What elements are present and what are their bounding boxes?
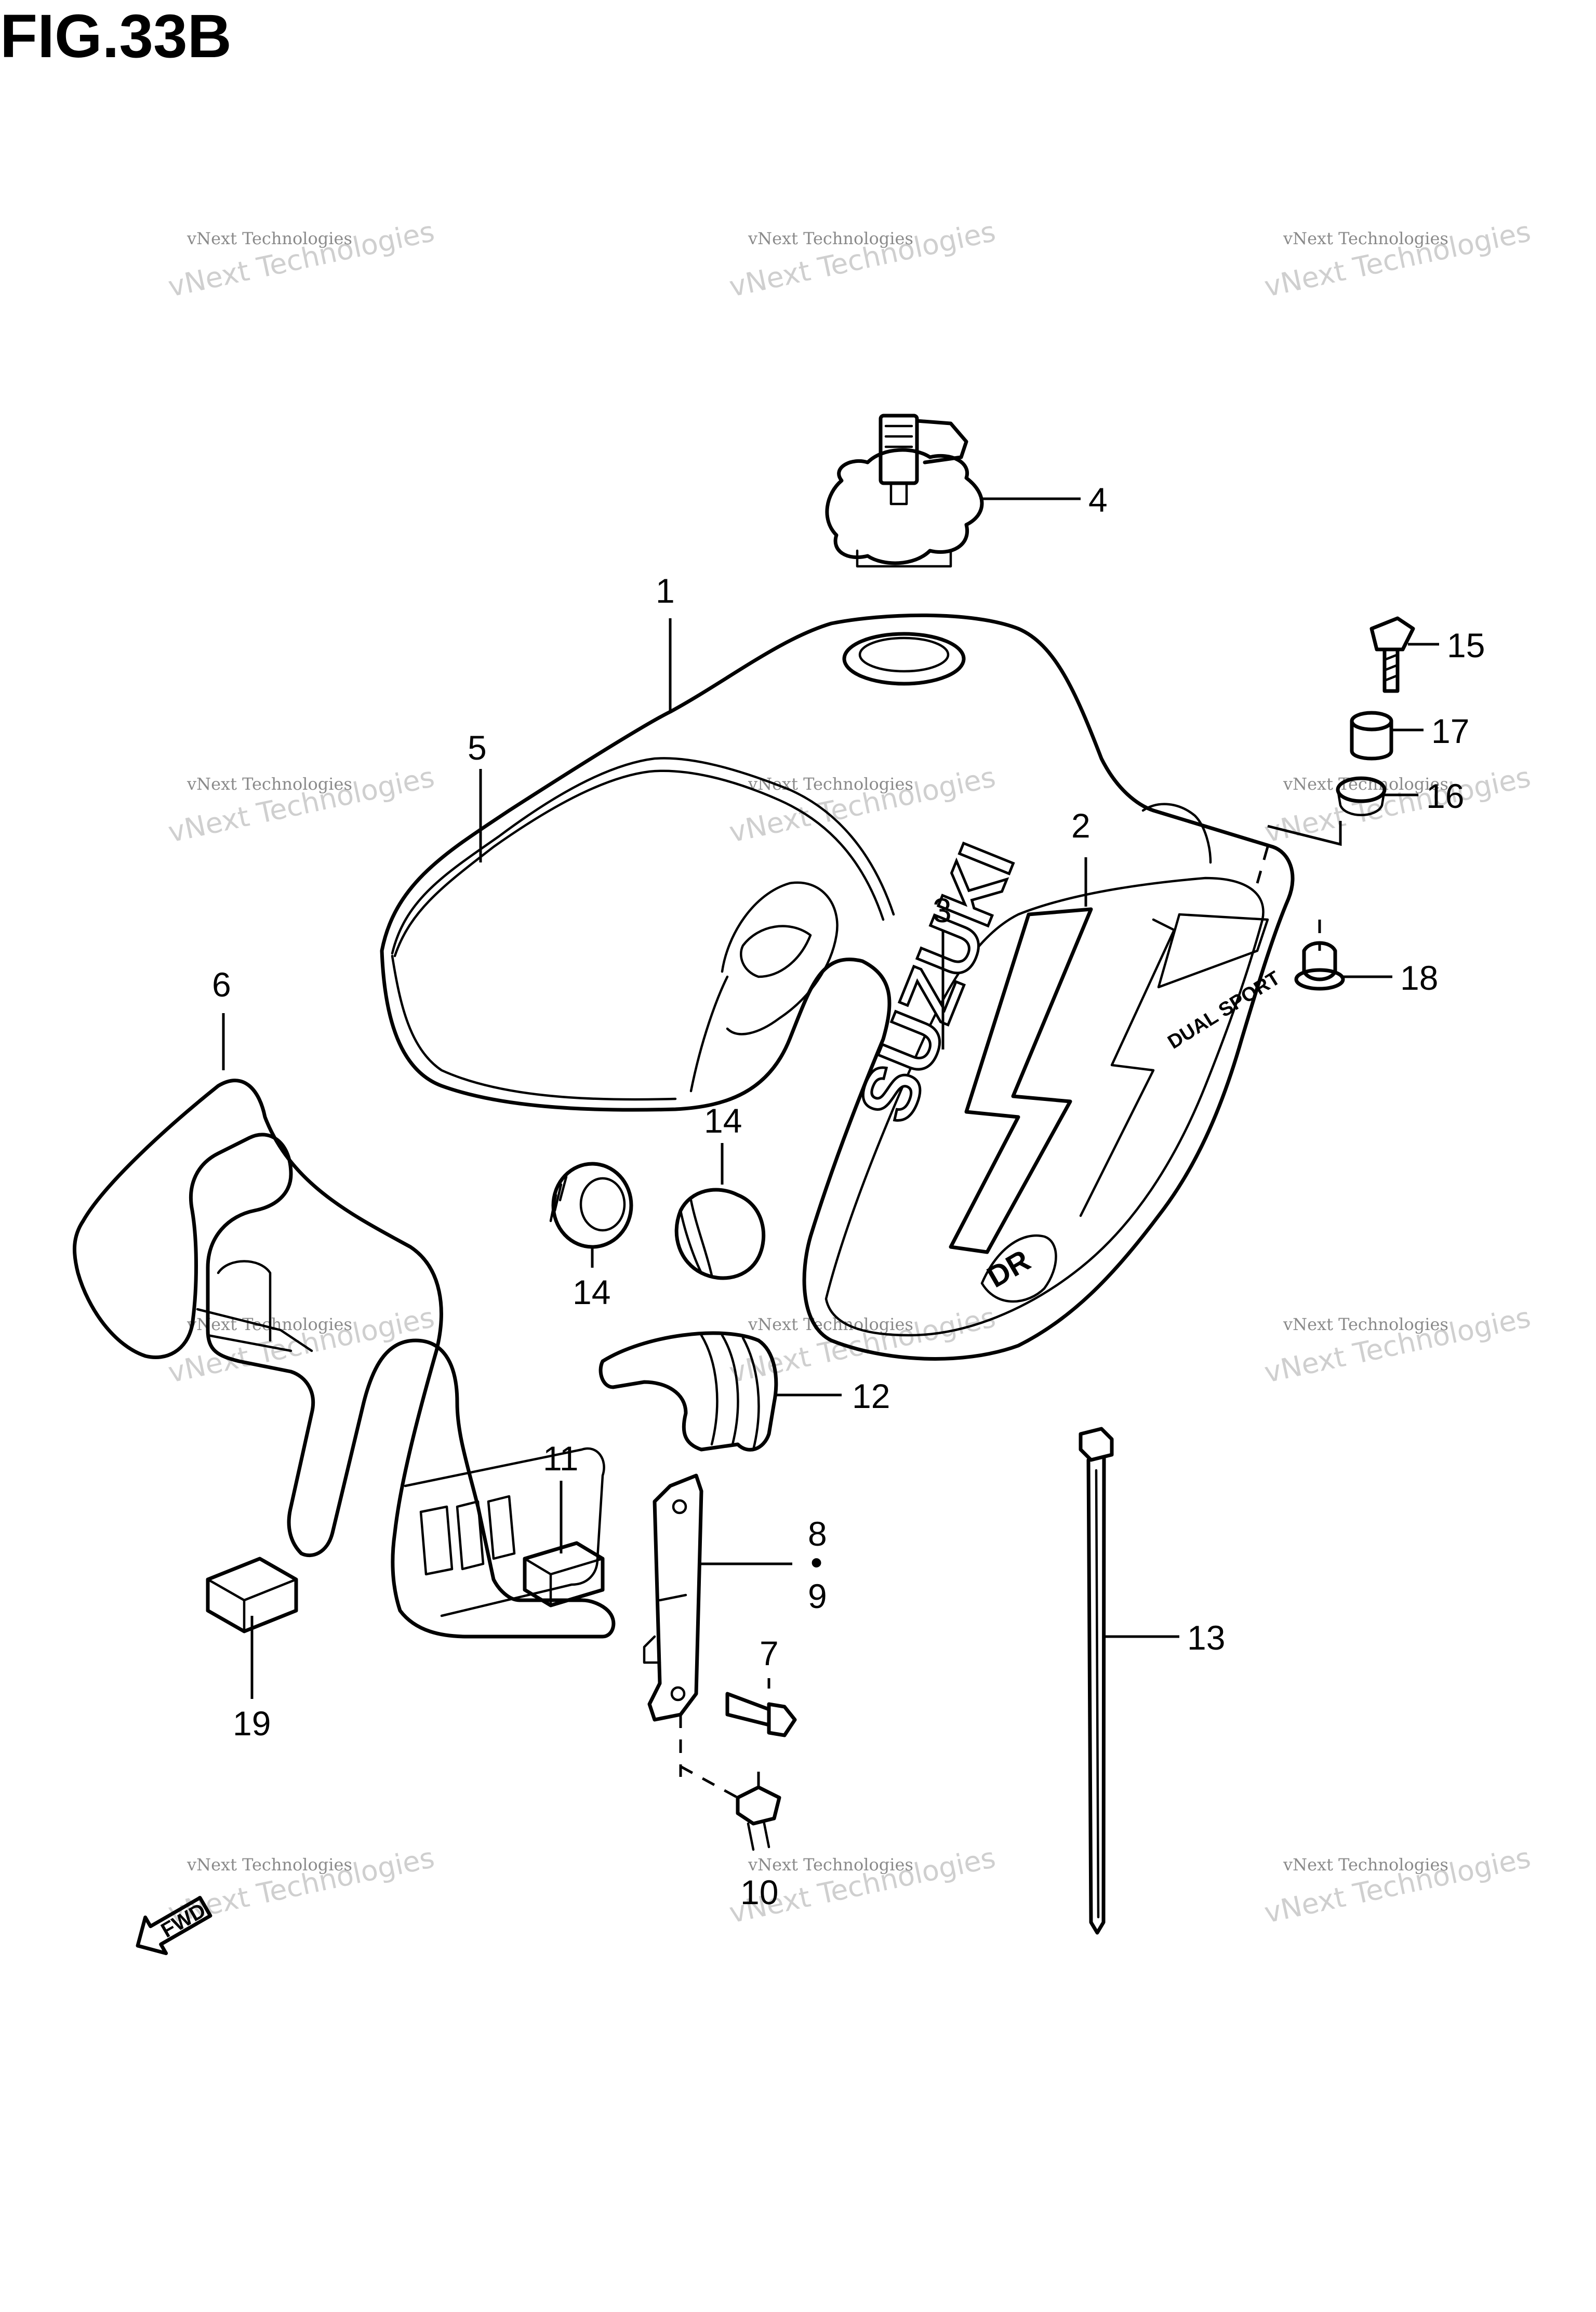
callout-7: 7	[760, 1634, 779, 1672]
bolt-15	[1369, 616, 1415, 693]
callout-12: 12	[852, 1377, 890, 1415]
watermark-line1: vNext Technologies	[748, 1855, 913, 1875]
callout-2: 2	[1071, 806, 1090, 845]
callout-4: 4	[1088, 481, 1108, 519]
watermark-line1: vNext Technologies	[187, 1855, 352, 1875]
callout-13: 13	[1187, 1618, 1225, 1657]
cable-tie	[1079, 1427, 1114, 1935]
callout-3: 3	[933, 891, 952, 929]
cushion-pad	[523, 1541, 605, 1607]
callout-19: 19	[233, 1704, 271, 1743]
callout-labels: 1 2 3 4 5 6 7 8 • 9 10 11 12 13 14 14 15…	[212, 481, 1485, 1911]
spacer-17	[1350, 711, 1393, 761]
callout-9: 9	[808, 1577, 827, 1615]
watermark-line1: vNext Technologies	[187, 774, 352, 794]
brand-decal: SUZUKI	[841, 832, 1031, 1134]
callout-8: 8	[808, 1514, 827, 1553]
watermark-line1: vNext Technologies	[1283, 229, 1448, 248]
watermark-line1: vNext Technologies	[1283, 1855, 1448, 1875]
callout-10: 10	[740, 1873, 778, 1911]
callout-11: 11	[543, 1439, 579, 1478]
tank-cushion	[598, 1331, 778, 1452]
bolt-10	[736, 1785, 781, 1851]
callout-16: 16	[1426, 777, 1464, 815]
watermark-line1: vNext Technologies	[748, 1314, 913, 1334]
watermark-line1: vNext Technologies	[748, 229, 913, 248]
callout-14-b: 14	[573, 1273, 610, 1311]
cushion-block-19	[206, 1557, 298, 1633]
bolt-7	[725, 1692, 797, 1737]
callout-15: 15	[1447, 626, 1485, 665]
figure-title: FIG.33B	[0, 2, 232, 71]
watermark-line1: vNext Technologies	[1283, 1314, 1448, 1334]
callout-18: 18	[1400, 959, 1438, 997]
cushion-rubber-a	[549, 1162, 633, 1249]
bracket-8-9	[643, 1473, 703, 1722]
callout-8-9-joiner: •	[810, 1543, 822, 1582]
fuel-cap-assembly	[825, 414, 984, 568]
callout-6: 6	[212, 965, 231, 1004]
callout-14-a: 14	[704, 1101, 742, 1140]
fuel-tank: SUZUKI DUAL SPORT DR	[380, 613, 1295, 1361]
callout-17: 17	[1431, 712, 1469, 750]
cushion-rubber-b	[674, 1188, 766, 1280]
cushion-18	[1294, 941, 1345, 991]
callout-5: 5	[468, 728, 487, 767]
leader-lines	[222, 497, 1439, 1799]
side-cover	[73, 1079, 616, 1639]
grommet-16	[1336, 776, 1387, 816]
watermark-line1: vNext Technologies	[187, 229, 352, 248]
callout-1: 1	[656, 572, 675, 610]
